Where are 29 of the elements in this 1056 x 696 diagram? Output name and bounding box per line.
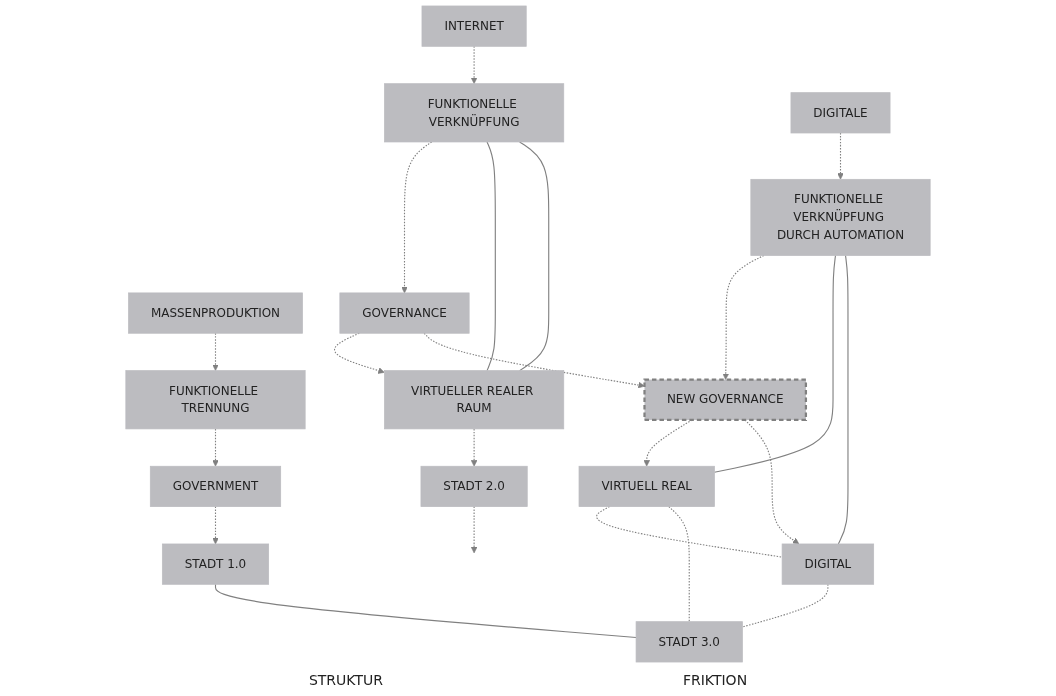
connector [519, 141, 550, 372]
connector [214, 583, 637, 639]
node-box: GOVERNANCE [339, 292, 470, 334]
connector [486, 141, 496, 372]
arrow [212, 506, 219, 545]
node-box: VIRTUELLER REALER RAUM [384, 370, 565, 430]
node-box: NEW GOVERNANCE [643, 378, 808, 422]
node-box: VIRTUELL REAL [578, 465, 715, 507]
axis-label: FRIKTION [682, 672, 748, 688]
node-box: STADT 1.0 [161, 543, 270, 585]
connector [713, 255, 837, 473]
connector [668, 506, 690, 623]
node-box: STADT 2.0 [420, 465, 528, 507]
arrow [744, 419, 800, 545]
node-box: GOVERNMENT [149, 465, 282, 507]
axis-label: STRUKTUR [308, 672, 383, 688]
node-box: FUNKTIONELLE VERKNÜPFUNG DURCH AUTOMATION [750, 178, 931, 256]
node-box: DIGITAL [781, 543, 875, 585]
node-box: FUNKTIONELLE TRENNUNG [125, 370, 306, 430]
arrow [334, 332, 385, 374]
node-box: INTERNET [421, 5, 527, 47]
node-box: MASSENPRODUKTION [128, 292, 303, 334]
arrow [470, 506, 478, 554]
node-box: DIGITALE [790, 92, 891, 134]
connector [837, 255, 849, 545]
arrow [643, 419, 693, 467]
node-box: FUNKTIONELLE VERKNÜPFUNG [384, 83, 565, 143]
node-box: STADT 3.0 [635, 621, 743, 663]
arrow [423, 332, 645, 389]
